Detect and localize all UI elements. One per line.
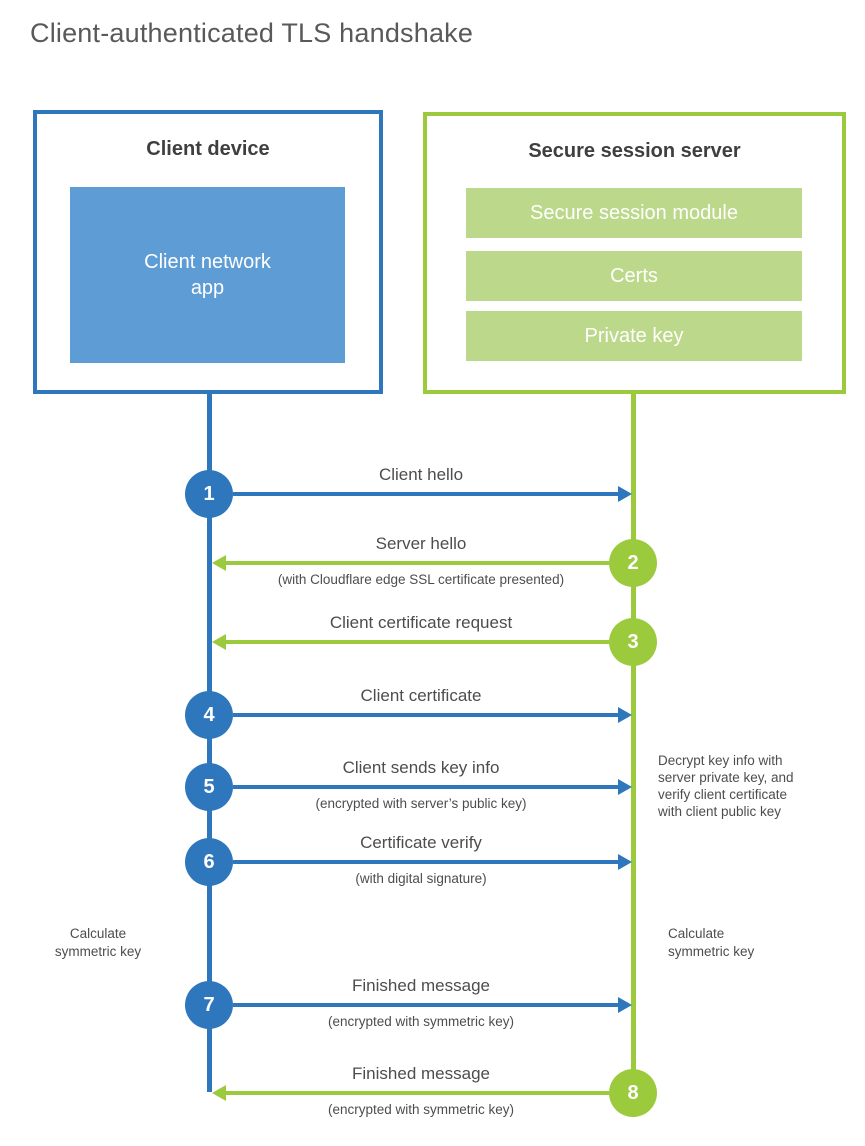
step-8-circle: 8 [609,1069,657,1117]
step-7-circle: 7 [185,981,233,1029]
step-2-circle: 2 [609,539,657,587]
certificate-verify-sublabel: (with digital signature) [355,871,487,886]
finished-message-client-arrow [233,997,632,1013]
client-sends-key-info-arrow [233,779,632,795]
client-sends-key-info-sublabel: (encrypted with server’s public key) [315,796,527,811]
step-1-circle: 1 [185,470,233,518]
client-hello-arrow [233,486,632,502]
finished-message-client-label: Finished message [352,976,490,995]
client-certificate-request-arrow [212,634,609,650]
client-certificate-label: Client certificate [360,686,482,705]
server-calculate-symmetric-key-note: Calculate symmetric key [668,926,755,959]
step-5-circle: 5 [185,763,233,811]
finished-message-server-arrow [212,1085,609,1101]
step-4-circle: 4 [185,691,233,739]
server-hello-label: Server hello [375,534,467,553]
server-lifeline [631,394,636,1093]
decrypt-key-info-note: Decrypt key info with server private key… [658,753,794,819]
client-network-app-rect: Client network app [70,187,345,363]
certificate-verify-label: Certificate verify [360,833,482,852]
client-certificate-request-label: Client certificate request [329,613,513,632]
server-hello-arrow [212,555,609,571]
finished-message-client-sublabel: (encrypted with symmetric key) [327,1014,515,1029]
finished-message-server-sublabel: (encrypted with symmetric key) [327,1102,515,1117]
client-calculate-symmetric-key-note: Calculate symmetric key [54,926,142,959]
client-hello-label: Client hello [378,465,464,484]
private-key-bar: Private key [466,311,802,361]
server-hello-sublabel: (with Cloudflare edge SSL certificate pr… [277,572,565,587]
finished-message-server-label: Finished message [352,1064,490,1083]
secure-session-server-title: Secure session server [528,140,741,162]
client-device-title: Client device [146,138,270,160]
client-network-app-label: Client network app [144,251,271,299]
diagram-title: Client-authenticated TLS handshake [30,18,474,48]
secure-session-module-bar: Secure session module [466,188,802,238]
certs-bar: Certs [466,251,802,301]
certificate-verify-arrow [233,854,632,870]
client-certificate-arrow [233,707,632,723]
client-lifeline [207,394,212,1092]
client-sends-key-info-label: Client sends key info [342,758,500,777]
step-3-circle: 3 [609,618,657,666]
step-6-circle: 6 [185,838,233,886]
